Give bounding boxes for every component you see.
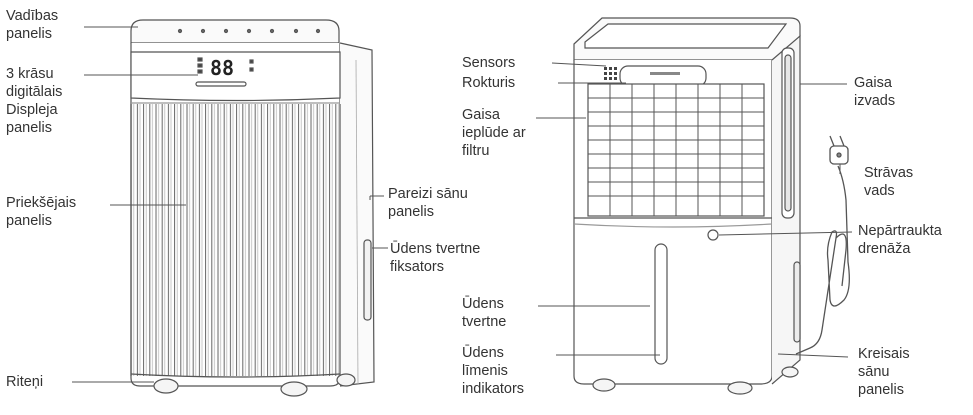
control-buttons [177,28,321,34]
display-indicator-bar [195,81,247,87]
wheels-back [592,366,799,395]
inlet-bars [588,84,764,216]
display-band [130,51,341,102]
callout-lines [72,26,853,383]
label-sensor: Sensors [462,55,516,71]
label-wheels: Riteņi [6,374,44,390]
tank-lock-recess [363,239,372,321]
water-level-window [654,243,668,365]
display-readout: 88 [210,56,234,80]
label-handle: Rokturis [462,75,516,91]
handle [619,65,707,87]
power-cord [795,135,850,355]
rear-view-unit [573,17,801,395]
front-view-unit [130,19,375,397]
drain-port [707,229,719,241]
front-grille [131,104,340,376]
control-panel [130,19,340,44]
plug [829,135,849,165]
wheels-front [153,373,356,397]
sensor-grid [604,67,617,80]
display-icons [197,57,254,74]
